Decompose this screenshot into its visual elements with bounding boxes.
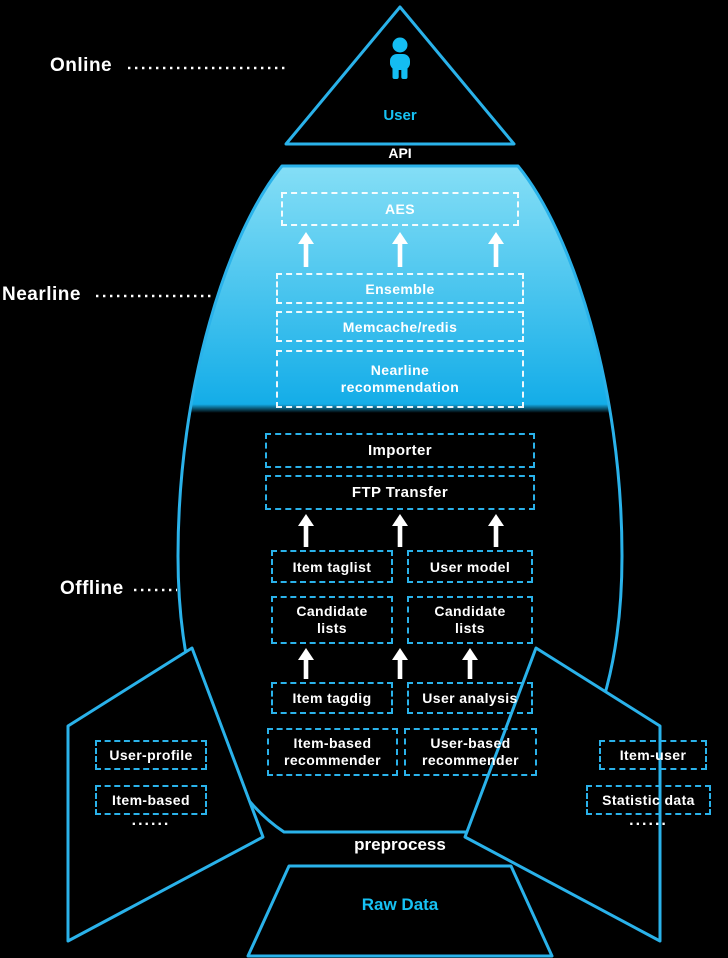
up-arrow — [392, 232, 408, 267]
node-user-profile: User-profile — [95, 740, 207, 770]
raw-data-label: Raw Data — [361, 895, 439, 914]
node-item-taglist: Item taglist — [271, 550, 393, 583]
up-arrow — [298, 648, 314, 679]
node-item-user: Item-user — [599, 740, 707, 770]
node-ftp-transfer: FTP Transfer — [265, 475, 535, 510]
node-candidate-lists-left: Candidate lists — [271, 596, 393, 644]
nearline-section-label: Nearline — [2, 284, 81, 305]
preprocess-label: preprocess — [354, 835, 446, 854]
up-arrow — [488, 514, 504, 547]
user-label: User — [383, 107, 417, 124]
node-item-based-recommender: Item-based recommender — [267, 728, 398, 776]
node-item-tagdig: Item tagdig — [271, 682, 393, 714]
nozzle — [246, 864, 554, 958]
left-fin — [66, 646, 265, 943]
node-candidate-lists-right: Candidate lists — [407, 596, 533, 644]
online-section-label: Online — [50, 55, 113, 76]
up-arrow — [392, 514, 408, 547]
up-arrow — [462, 648, 478, 679]
node-user-model: User model — [407, 550, 533, 583]
up-arrow — [298, 514, 314, 547]
node-user-based-recommender: User-based recommender — [404, 728, 537, 776]
api-label: API — [388, 145, 412, 161]
node-importer: Importer — [265, 433, 535, 468]
node-ensemble: Ensemble — [276, 273, 524, 304]
node-aes: AES — [281, 192, 519, 226]
right-fin-ellipsis: ...... — [629, 812, 668, 829]
node-statistic-data: Statistic data — [586, 785, 711, 815]
person-icon — [390, 37, 410, 79]
up-arrow — [298, 232, 314, 267]
up-arrow — [488, 232, 504, 267]
up-arrow — [392, 648, 408, 679]
node-memcache-redis: Memcache/redis — [276, 311, 524, 342]
offline-section-label: Offline — [60, 578, 124, 599]
node-item-based: Item-based — [95, 785, 207, 815]
nose-cone — [284, 5, 516, 146]
node-user-analysis: User analysis — [407, 682, 533, 714]
left-fin-ellipsis: ...... — [131, 812, 171, 829]
node-nearline-recommendation: Nearline recommendation — [276, 350, 524, 408]
